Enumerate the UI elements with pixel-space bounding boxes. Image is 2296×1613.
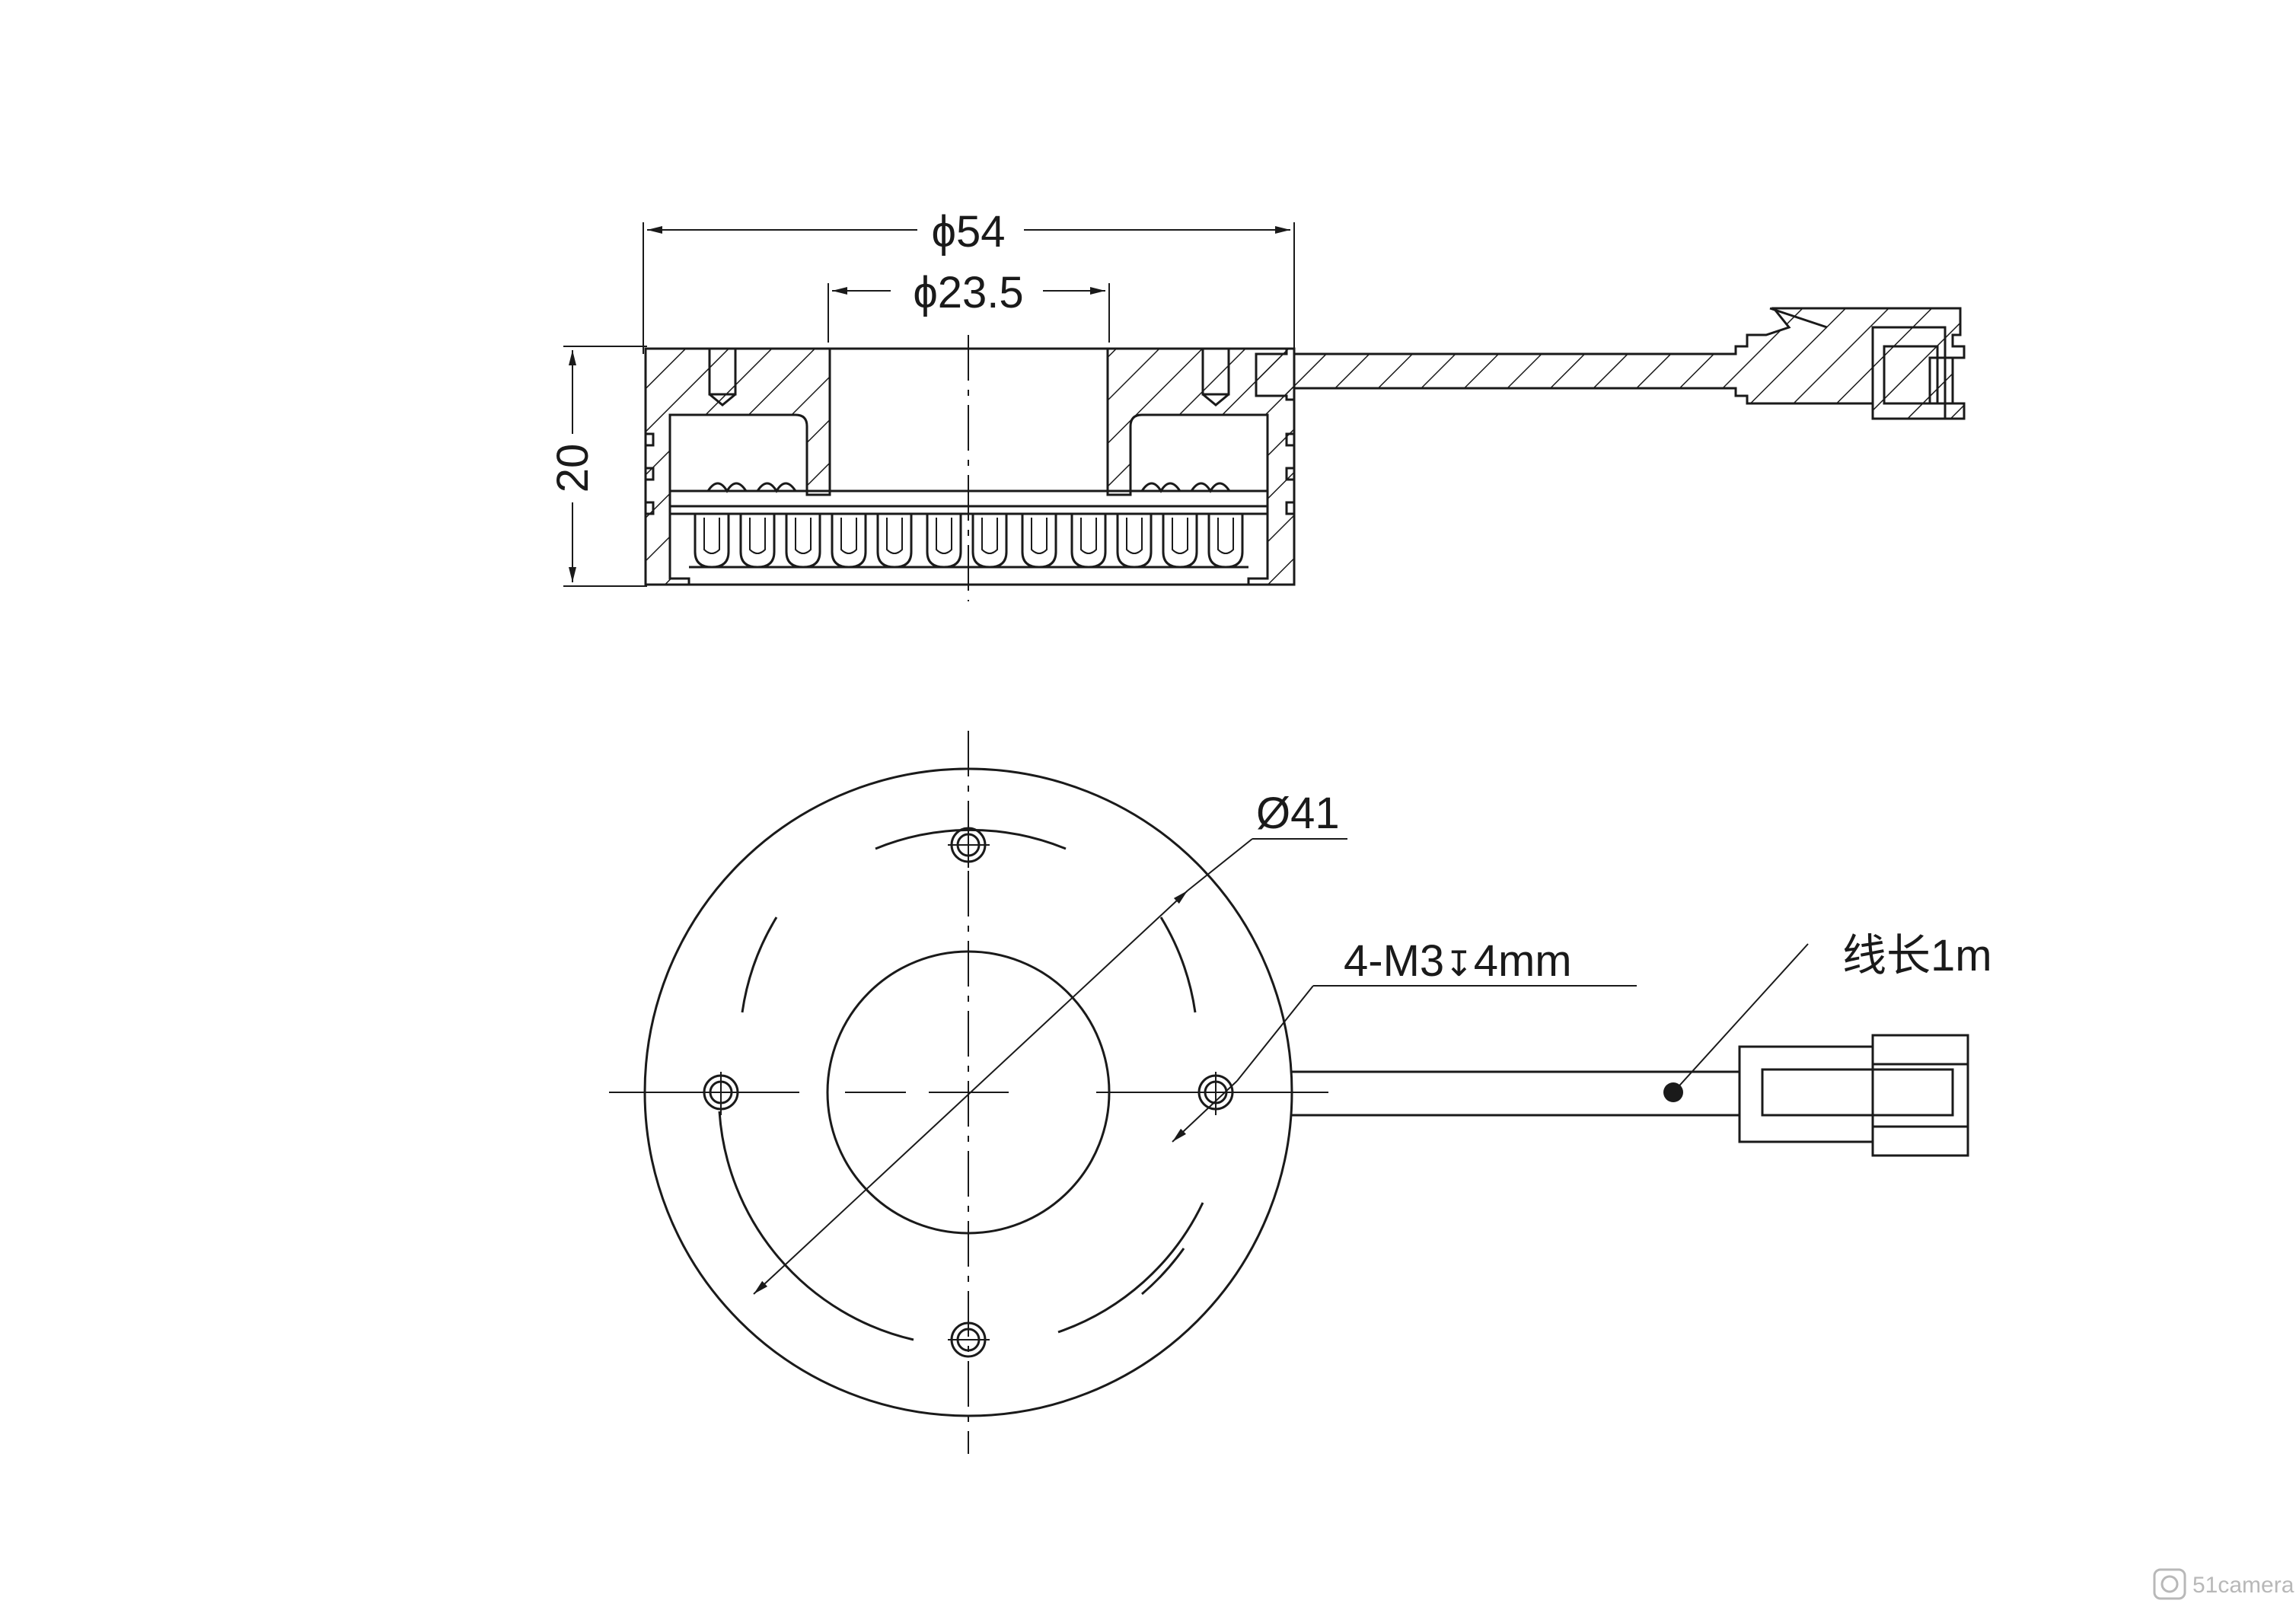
connector-body [1738, 1045, 1874, 1143]
inner-diameter-dimension: ϕ23.5 [828, 268, 1110, 343]
led-lens-5 [886, 518, 903, 554]
housing-section-right [1106, 347, 1296, 586]
cable-length-label: 线长1m [1842, 931, 1992, 980]
led-lens-1 [703, 518, 720, 554]
led-lens-6 [936, 518, 952, 554]
connector-slot [1761, 1068, 1954, 1117]
led-lens-2 [749, 518, 766, 554]
outer-diameter-dimension: ϕ54 [643, 207, 1295, 354]
spring-contact-2 [756, 482, 797, 493]
thread-depth-value: 4mm [1474, 936, 1572, 986]
led-8 [1021, 514, 1057, 569]
watermark-brand: 51camera [2192, 1573, 2294, 1598]
height-dimension: 20 [548, 346, 647, 587]
centerlines [609, 731, 1328, 1454]
svg-text:4-M3↧4mm: 4-M3↧4mm [1344, 936, 1572, 986]
thread-spec-label: 4-M3 [1344, 936, 1444, 986]
led-lens-11 [1172, 518, 1188, 554]
housing-section-left [644, 347, 831, 586]
cable-front [1292, 1034, 1969, 1157]
height-label: 20 [548, 444, 598, 493]
watermark: 51camera [2153, 1568, 2294, 1600]
spring-contact-4 [1190, 482, 1231, 493]
led-lens-7 [981, 518, 998, 554]
front-view: Ø41 4-M3↧4mm 线长1m [609, 731, 1992, 1454]
thread-depth-symbol: ↧ [1444, 944, 1474, 983]
mount-diameter-label: Ø41 [1256, 789, 1340, 838]
led-lens-9 [1080, 518, 1097, 554]
cable-section [1255, 307, 1966, 420]
inner-diameter-label: ϕ23.5 [913, 268, 1023, 317]
led-lens-10 [1126, 518, 1143, 554]
led-lens-12 [1217, 518, 1234, 554]
led-11 [1162, 514, 1198, 569]
led-lens-3 [795, 518, 812, 554]
led-4 [831, 514, 867, 569]
outer-diameter-label: ϕ54 [932, 207, 1006, 257]
led-7 [971, 514, 1008, 569]
watermark-logo-icon [2153, 1568, 2186, 1600]
led-12 [1207, 514, 1244, 569]
led-lens-4 [840, 518, 857, 554]
led-5 [876, 514, 913, 569]
mount-diameter-dimension: Ø41 [753, 789, 1347, 1295]
led-3 [785, 514, 821, 569]
led-lens-8 [1031, 518, 1048, 554]
led-1 [694, 514, 730, 569]
mount-circle [718, 828, 1204, 1341]
led-2 [739, 514, 776, 569]
side-view: ϕ54 ϕ23.5 20 [548, 207, 1966, 601]
spring-contact-1 [706, 482, 748, 493]
thread-callout: 4-M3↧4mm [1172, 936, 1637, 1143]
spring-contact-3 [1140, 482, 1181, 493]
connector-head [1871, 1034, 1969, 1157]
led-10 [1116, 514, 1153, 569]
cable-length-callout: 线长1m [1673, 931, 1992, 1093]
led-6 [926, 514, 962, 569]
led-9 [1070, 514, 1107, 569]
